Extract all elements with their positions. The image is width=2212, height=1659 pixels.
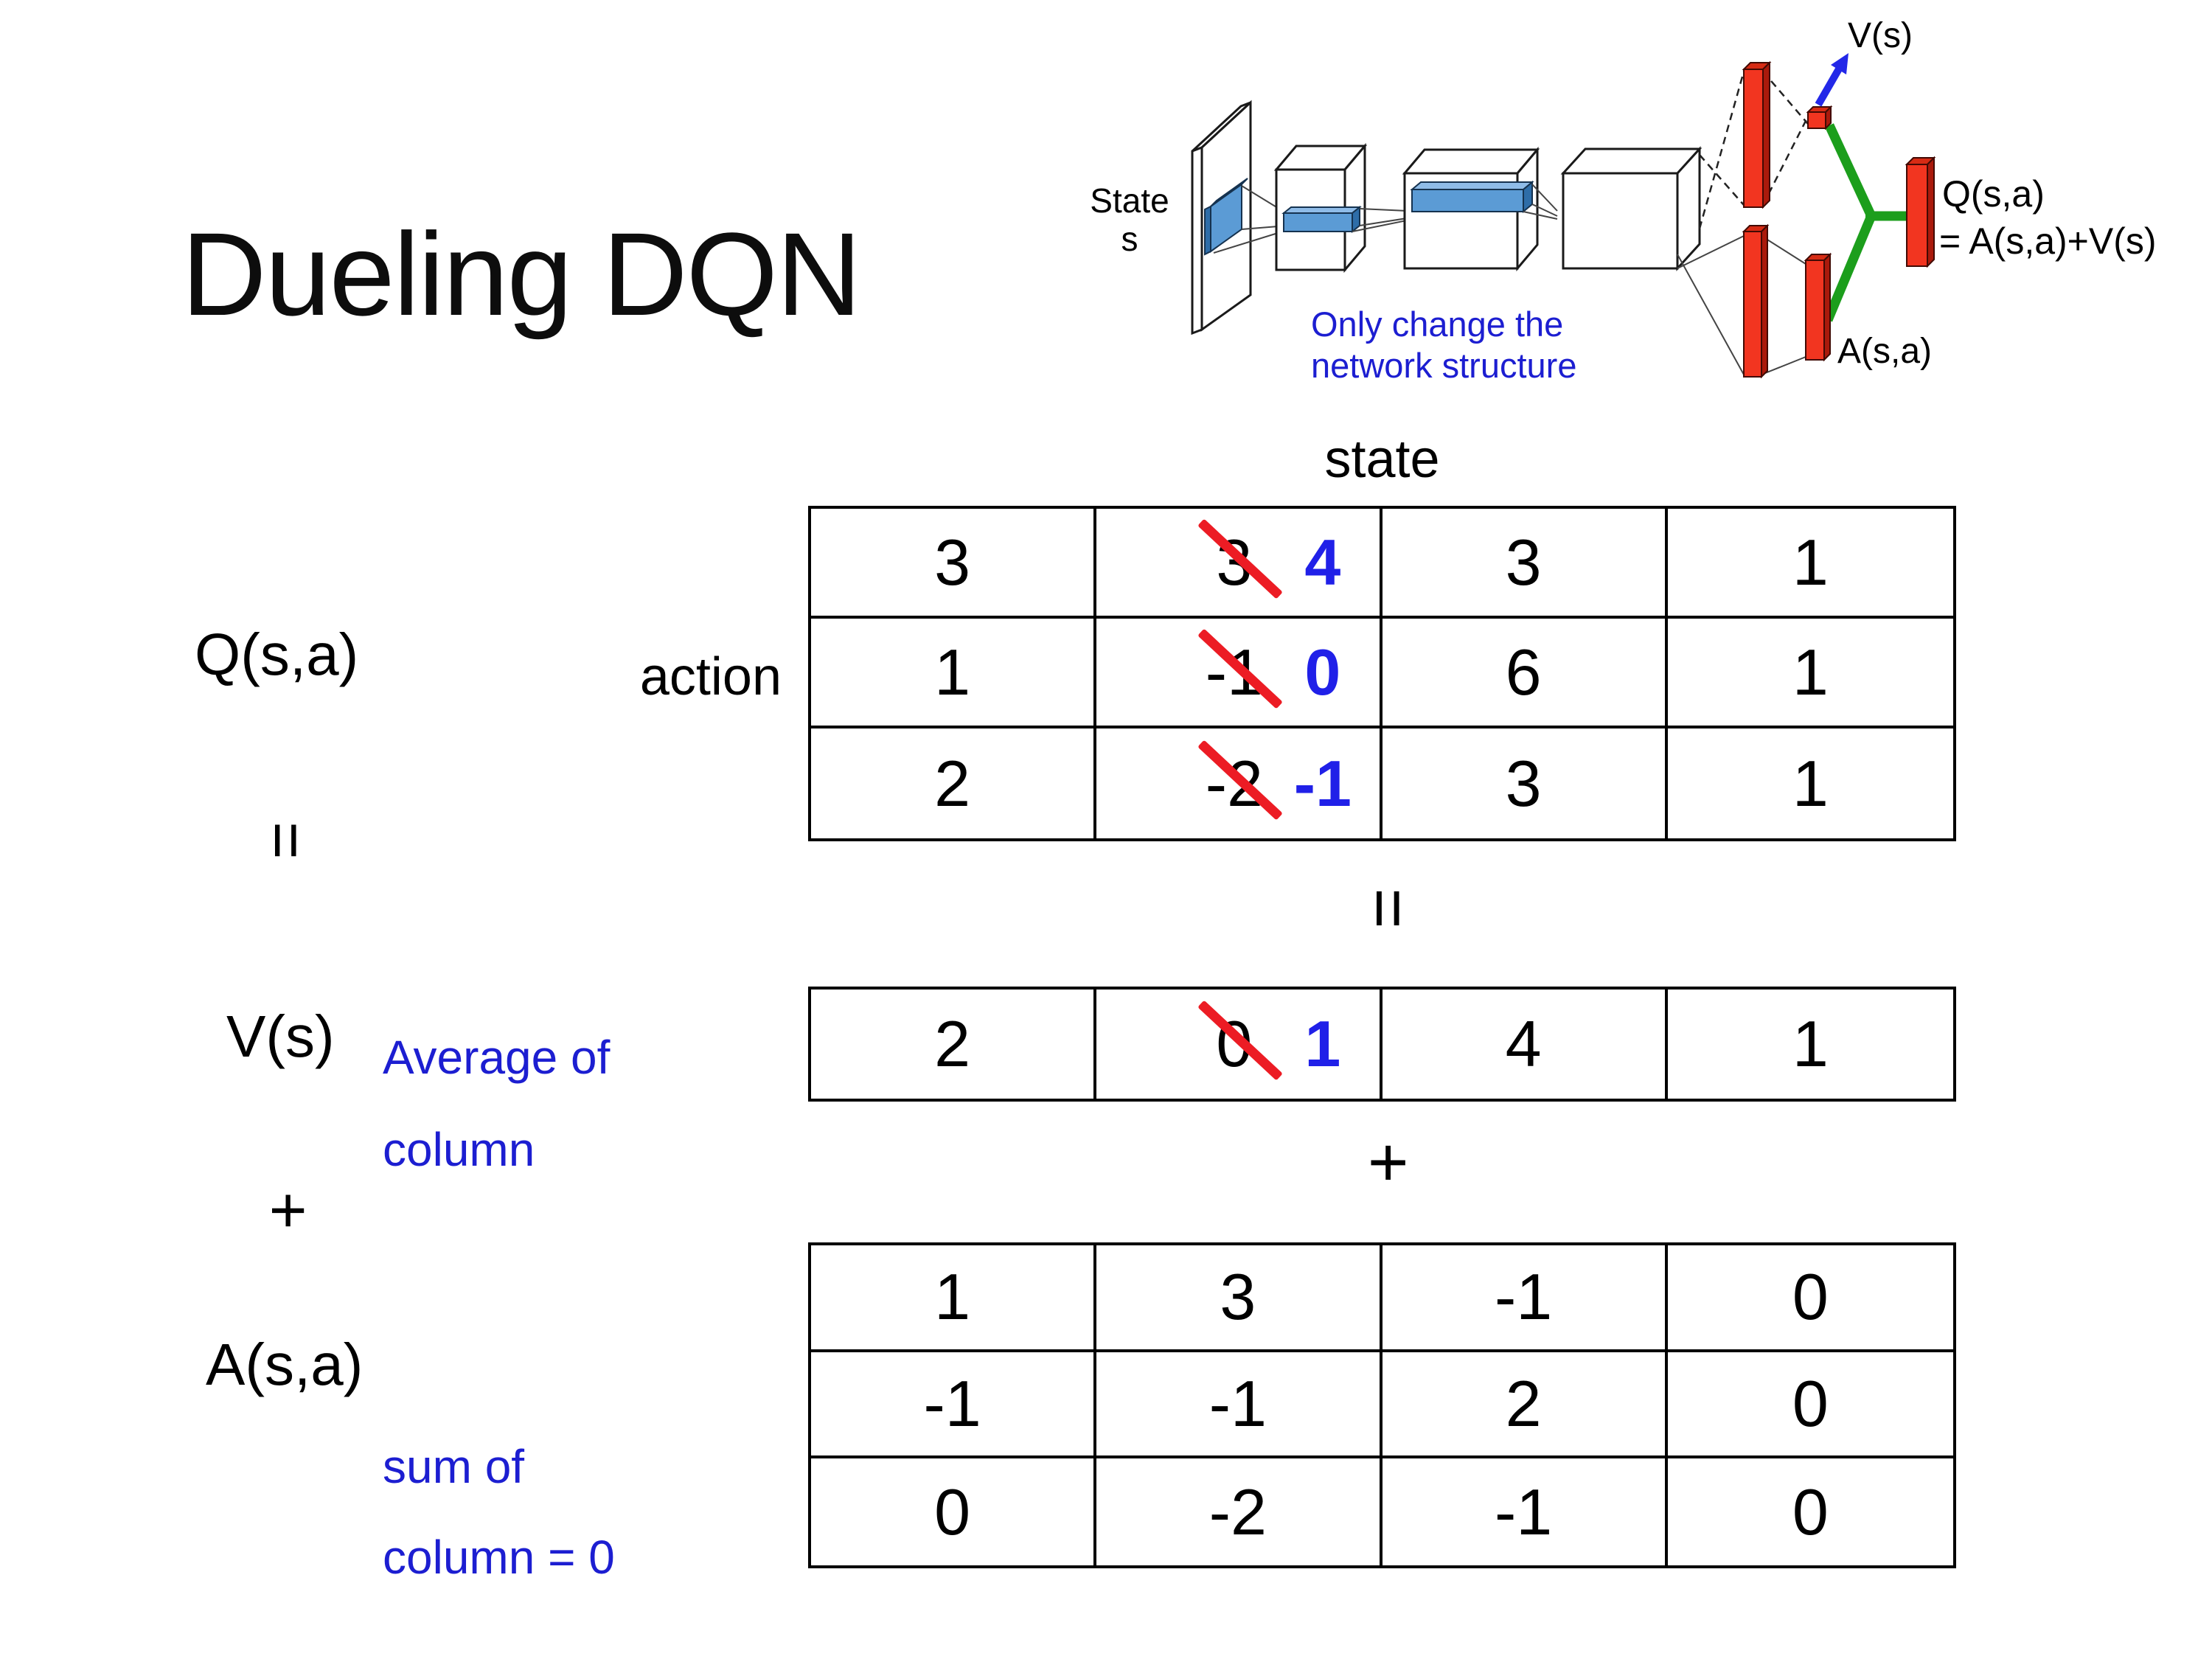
state-axis-label: state <box>1324 430 1440 489</box>
table-cell: 0 <box>1667 1245 1953 1352</box>
table-cell: -1 <box>1096 1352 1382 1459</box>
table-cell: 2 <box>811 990 1097 1099</box>
table-cell: 3 <box>1096 1245 1382 1352</box>
table-cell: 4 <box>1382 990 1668 1099</box>
dueling-network-diagram: State s V(s) Q(s,a) = A(s,a)+V(s) A(s,a)… <box>1090 16 2157 385</box>
table-cell: -1 <box>1382 1245 1668 1352</box>
action-axis-label: action <box>639 647 782 706</box>
advantage-note-line2: column = 0 <box>383 1531 615 1584</box>
table-cell: 3 <box>1382 728 1668 838</box>
advantage-stream-connections <box>1677 235 1806 375</box>
table-cell: 1 <box>811 1245 1097 1352</box>
table-cell: -1 <box>811 1352 1097 1459</box>
v-term-label: V(s) <box>226 1004 335 1069</box>
table-cell: 0 <box>1792 1475 1829 1548</box>
diagram-note-line1: Only change the <box>1311 305 1563 344</box>
value-fc-bar <box>1742 60 1772 209</box>
conv-lines-2 <box>1352 208 1408 232</box>
table-cell: 1 <box>1792 1007 1829 1080</box>
table-cell: 2 <box>1382 1352 1668 1459</box>
diagram-note-line2: network structure <box>1311 346 1576 385</box>
table-cell: 1 <box>1792 746 1829 820</box>
value-note-line1: Average of <box>383 1031 611 1084</box>
table-cell: 6 <box>1382 619 1668 728</box>
equals-left-symbol: = <box>250 821 323 860</box>
feature-bar-2 <box>1410 180 1534 214</box>
table-cell: 3 <box>811 509 1097 619</box>
table-cell: 1 <box>1667 619 1953 728</box>
value-scalar-node <box>1806 105 1833 131</box>
q-output-bar <box>1905 156 1936 268</box>
corrected-value: -1 <box>1293 746 1352 820</box>
value-arrow-icon <box>1815 53 1848 107</box>
table-cell: 1 <box>811 619 1097 728</box>
diagram-state-label-line1: State <box>1090 181 1169 220</box>
feature-bar-1 <box>1281 205 1362 234</box>
plus-mid-symbol: + <box>1349 1142 1428 1183</box>
diagram-q-label-line1: Q(s,a) <box>1942 173 2045 215</box>
table-cell: 2 <box>811 728 1097 838</box>
corrected-value: 1 <box>1304 1007 1341 1080</box>
q-term-label: Q(s,a) <box>195 622 359 687</box>
conv-box-3 <box>1560 146 1703 271</box>
diagram-a-label: A(s,a) <box>1837 332 1932 371</box>
conv-filter-patch <box>1204 178 1248 256</box>
corrected-value: 4 <box>1304 525 1341 599</box>
conv-lines-3 <box>1523 184 1558 220</box>
advantage-fc-bar <box>1742 223 1770 379</box>
advantage-output-bar <box>1804 252 1832 362</box>
table-cell: -1 <box>1382 1458 1668 1565</box>
corrected-value: 0 <box>1304 635 1341 709</box>
table-cell: -2-1 <box>1096 728 1382 838</box>
page-title: Dueling DQN <box>181 208 862 340</box>
a-term-label: A(s,a) <box>206 1332 364 1397</box>
table-cell: 0 <box>1667 1352 1953 1459</box>
plus-left-symbol: + <box>252 1192 325 1230</box>
diagram-v-label: V(s) <box>1848 16 1913 55</box>
diagram-q-label-line2: = A(s,a)+V(s) <box>1939 220 2157 262</box>
equals-mid-symbol: = <box>1349 888 1428 929</box>
advantage-note-line1: sum of <box>383 1440 525 1493</box>
table-cell: 1 <box>1667 509 1953 619</box>
table-cell: -2 <box>1096 1458 1382 1565</box>
table-cell: 0 <box>811 1458 1097 1565</box>
value-stream-connections <box>1698 71 1809 229</box>
diagram-state-label-line2: s <box>1121 220 1138 258</box>
table-cell: 3 <box>1382 509 1668 619</box>
merge-connector <box>1823 123 1908 322</box>
value-note-line2: column <box>383 1123 535 1176</box>
